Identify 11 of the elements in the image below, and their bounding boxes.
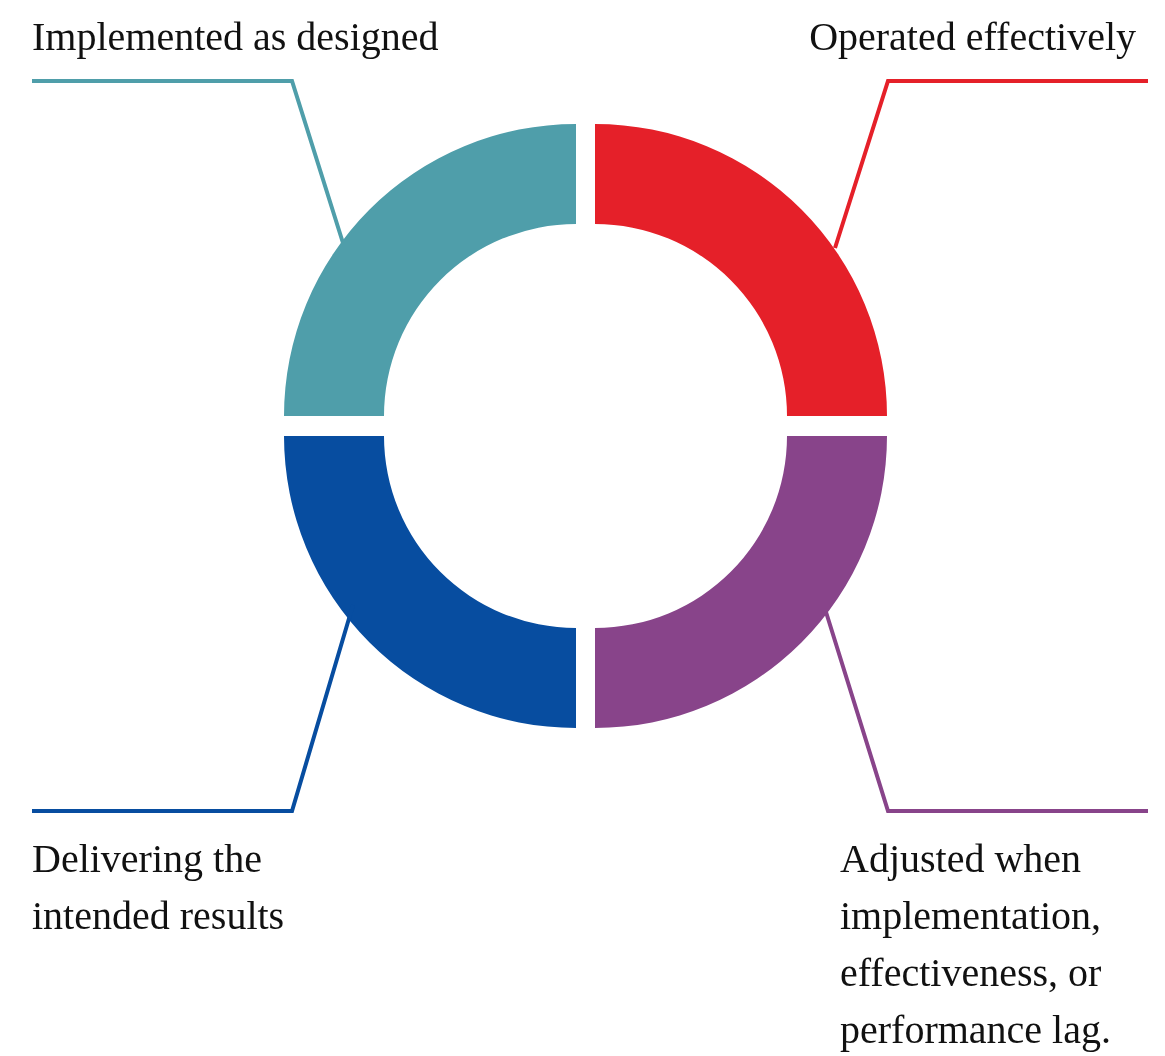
ring-segment [595, 124, 887, 416]
ring-segment [284, 124, 576, 416]
callout-text: Implemented as designed [32, 8, 552, 65]
ring-segment [595, 436, 887, 728]
callout-text: Operated effectively [640, 8, 1136, 65]
leader-line [32, 79, 345, 244]
leader-line [824, 611, 1148, 813]
callout-text: Delivering the intended results [32, 830, 362, 944]
callout-text: Adjusted when implementation, effectiveness, or performance lag. [840, 830, 1162, 1056]
ring-segment [284, 436, 576, 728]
leader-line [833, 79, 1148, 249]
